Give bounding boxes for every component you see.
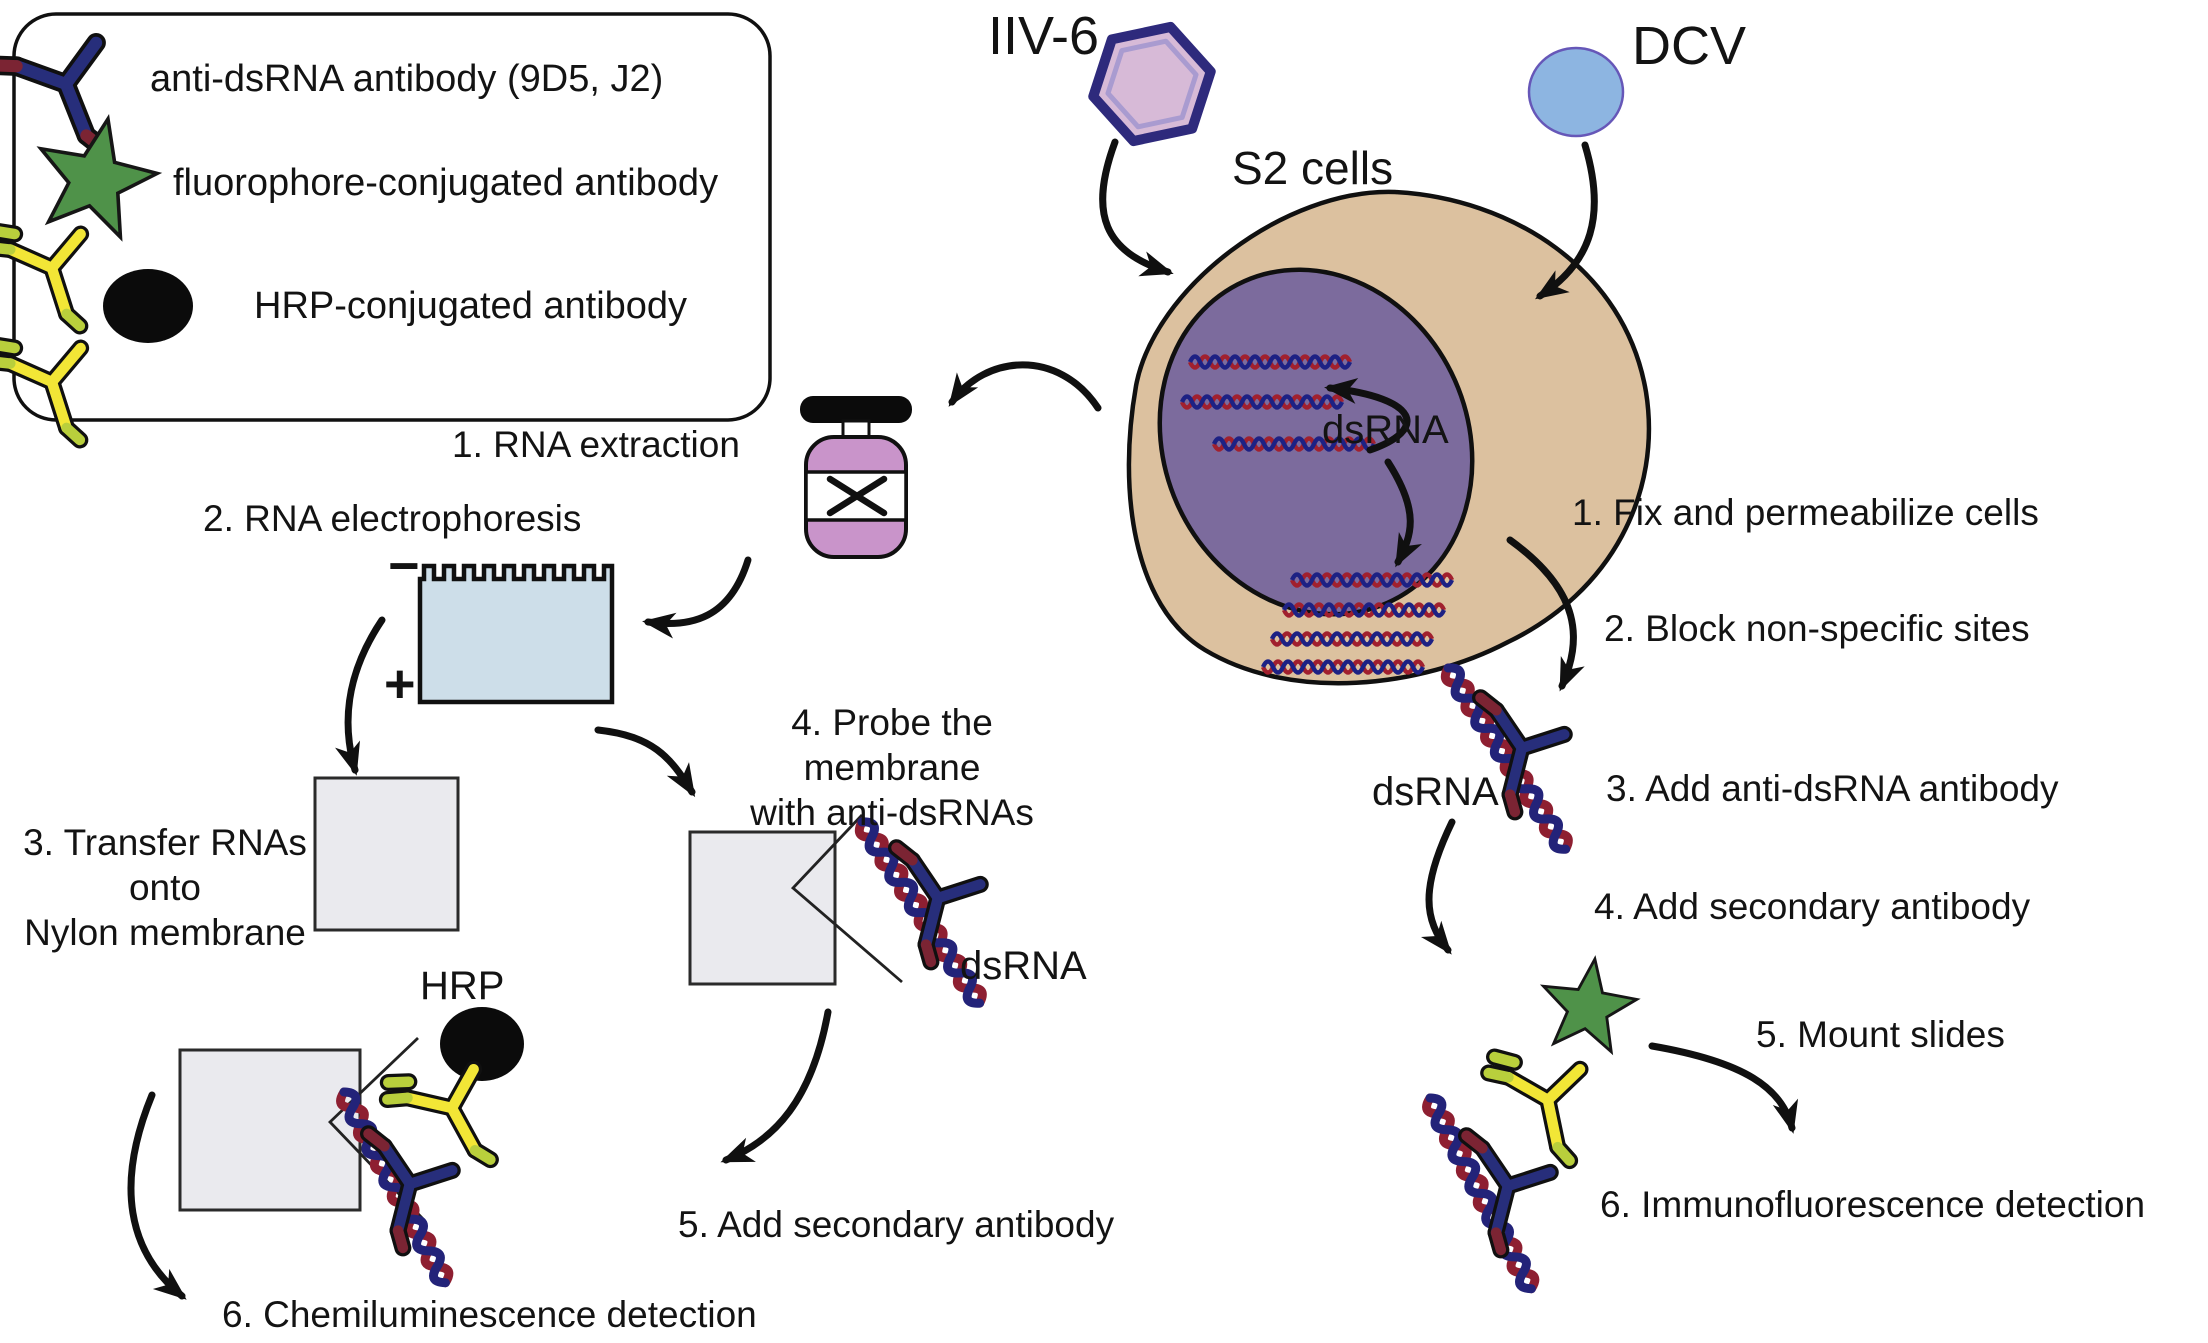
dcv-virus-icon bbox=[1527, 46, 1625, 138]
arrow-dcv-to-cell bbox=[1534, 141, 1598, 300]
arrow-membrane1-to-membrane2 bbox=[594, 726, 696, 798]
if-step6-label: 6. Immunofluorescence detection bbox=[1600, 1184, 2146, 1225]
if-step3-dsrna-antibody-icon bbox=[1441, 664, 1572, 854]
nylon-membrane1 bbox=[313, 776, 460, 932]
nylon-membrane2 bbox=[688, 830, 837, 986]
nb-step6-label: 6. Chemiluminescence detection bbox=[222, 1294, 757, 1335]
if-step4-label: 4. Add secondary antibody bbox=[1594, 886, 2031, 927]
hrp-detection-complex-icon bbox=[337, 1007, 524, 1286]
s2-cells-label: S2 cells bbox=[1232, 142, 1394, 194]
arrow-dsrna-to-cytoplasm bbox=[1384, 458, 1422, 568]
hrp-enzyme-icon bbox=[103, 269, 193, 343]
arrow-if-step3-to-step5 bbox=[1420, 818, 1456, 955]
if-step5-fluorescent-complex-icon bbox=[1423, 951, 1643, 1293]
arrow-mount-slides bbox=[1648, 1042, 1799, 1134]
legend-item-hrp-label: HRP-conjugated antibody bbox=[254, 285, 688, 327]
if-step2-label: 2. Block non-specific sites bbox=[1604, 608, 2030, 649]
arrow-cell-to-if-step3 bbox=[1506, 536, 1585, 692]
nb-step3-label: 3. Transfer RNAs onto Nylon membrane bbox=[0, 820, 330, 955]
if-dsrna-label: dsRNA bbox=[1372, 770, 1499, 814]
rna-extraction-tube-icon bbox=[800, 396, 912, 559]
iiv6-virus-label: IIV-6 bbox=[988, 6, 1100, 66]
nb-step2-label: 2. RNA electrophoresis bbox=[203, 498, 582, 539]
nylon-membrane3 bbox=[178, 1048, 362, 1212]
arrow-membrane3-to-step6 bbox=[127, 1091, 187, 1300]
arrow-iiv6-to-cell bbox=[1099, 138, 1174, 277]
nb-dsrna-label: dsRNA bbox=[960, 944, 1087, 988]
nb-step3-line1: 3. Transfer RNAs onto bbox=[23, 822, 307, 909]
arrow-cell-to-tube bbox=[948, 361, 1102, 412]
nb-step1-label: 1. RNA extraction bbox=[452, 424, 740, 465]
if-step1-label: 1. Fix and permeabilize cells bbox=[1572, 492, 2039, 533]
nb-step4-line1: 4. Probe the membrane bbox=[791, 702, 993, 789]
arrow-tube-to-gel bbox=[642, 556, 752, 639]
dcv-virus-label: DCV bbox=[1632, 16, 1747, 76]
arrow-membrane2-to-step5 bbox=[720, 1008, 832, 1164]
electrophoresis-gel-icon bbox=[417, 563, 615, 705]
iiv6-virus-icon bbox=[1088, 21, 1216, 147]
gel-negative-sign: − bbox=[388, 536, 420, 596]
nb-step4-line2: with anti-dsRNAs bbox=[750, 792, 1034, 834]
arrow-dsrna-to-nucleus bbox=[1324, 378, 1411, 454]
legend-item-fluorophore-label: fluorophore-conjugated antibody bbox=[173, 162, 719, 204]
cell-dsrna-label: dsRNA bbox=[1322, 408, 1449, 452]
nb-step3-line2: Nylon membrane bbox=[24, 912, 306, 954]
nb-step5-label: 5. Add secondary antibody bbox=[678, 1204, 1115, 1245]
gel-positive-sign: + bbox=[384, 654, 416, 714]
if-step3-label: 3. Add anti-dsRNA antibody bbox=[1606, 768, 2059, 809]
if-step5-label: 5. Mount slides bbox=[1756, 1014, 2005, 1055]
nb-step4-label: 4. Probe the membrane with anti-dsRNAs bbox=[707, 700, 1077, 835]
arrow-gel-to-membrane1 bbox=[335, 616, 386, 776]
flow-arrows bbox=[127, 138, 1799, 1300]
legend-item-anti-dsrna-label: anti-dsRNA antibody (9D5, J2) bbox=[150, 58, 664, 100]
membrane2-callout bbox=[790, 814, 903, 984]
hrp-label: HRP bbox=[420, 964, 505, 1008]
legend-box bbox=[0, 12, 772, 456]
